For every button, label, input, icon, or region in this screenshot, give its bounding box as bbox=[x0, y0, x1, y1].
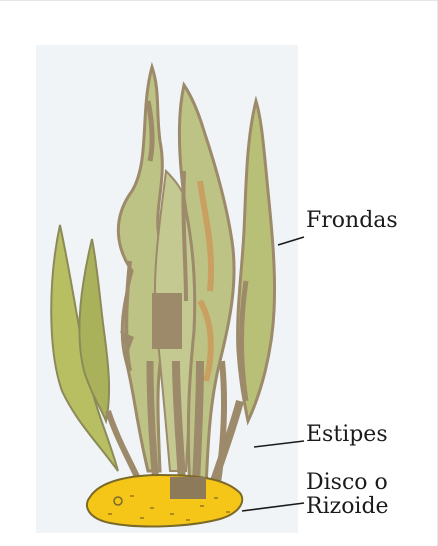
holdfast-disc bbox=[87, 475, 242, 526]
label-holdfast: Disco o Rizoide bbox=[306, 471, 389, 519]
left-fronds bbox=[51, 225, 118, 471]
label-stipes: Estipes bbox=[306, 423, 388, 447]
label-holdfast-line2: Rizoide bbox=[306, 495, 389, 519]
label-holdfast-line1: Disco o bbox=[306, 471, 389, 495]
leader-line-estipes bbox=[254, 441, 304, 447]
leader-line-disco bbox=[242, 503, 304, 511]
label-fronds: Frondas bbox=[306, 209, 398, 233]
leader-line-frondas bbox=[278, 237, 304, 245]
